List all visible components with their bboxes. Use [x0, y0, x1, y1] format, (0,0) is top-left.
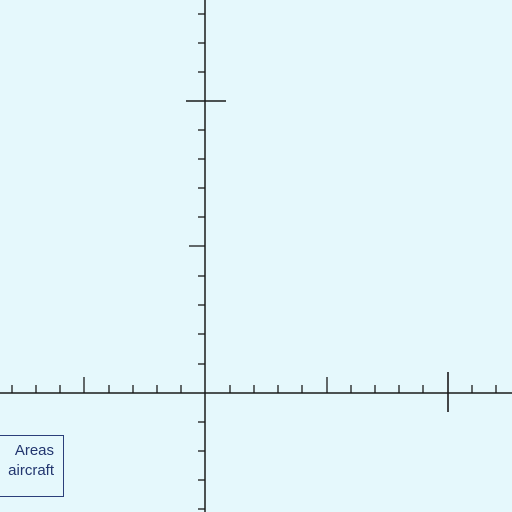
- tick-marks: [11, 13, 497, 510]
- legend-line-1: Areas: [14, 442, 54, 459]
- legend-line-2: aircraft: [8, 462, 54, 479]
- map-legend-box: Areas aircraft: [0, 435, 64, 497]
